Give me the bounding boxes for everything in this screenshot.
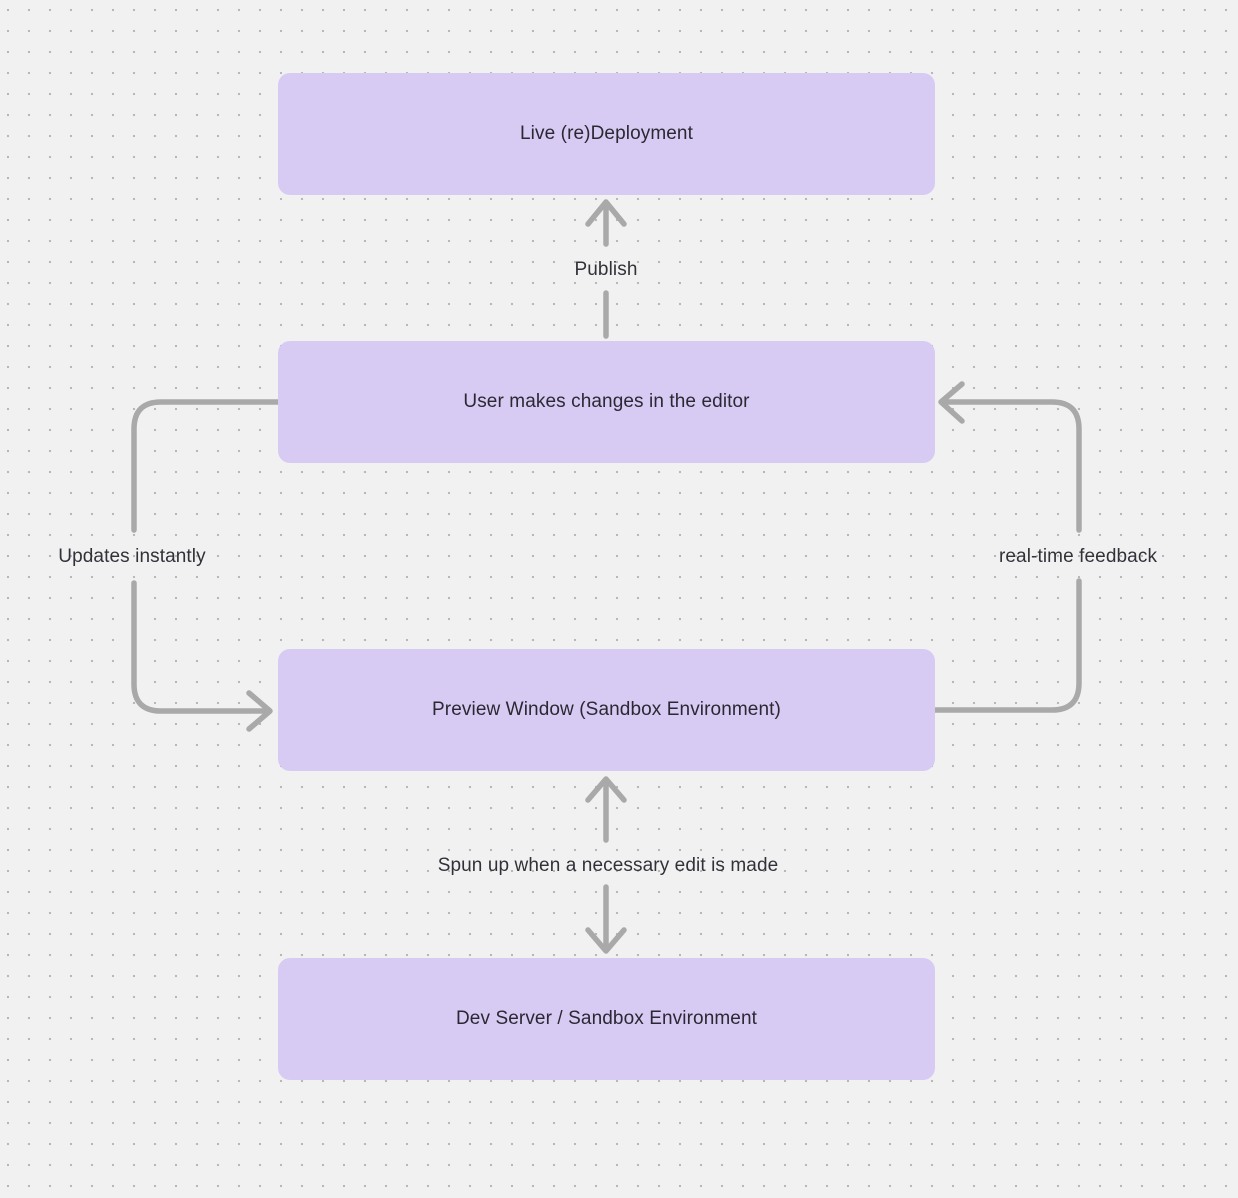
spun-up-head-up: [585, 776, 627, 803]
feedback-connector-upper: [944, 399, 1082, 533]
node-label: Dev Server / Sandbox Environment: [455, 1008, 757, 1029]
spun-up-arrow-up: [585, 776, 627, 843]
node-label: Live (re)Deployment: [520, 123, 693, 144]
spun-up-arrow-down: [585, 884, 627, 954]
feedback-connector-lower: [932, 578, 1082, 713]
node-label: User makes changes in the editor: [463, 391, 750, 412]
publish-arrow-head-up: [585, 199, 627, 227]
spun-down-head-down: [585, 927, 627, 954]
feedback-connector-head-left: [938, 381, 965, 424]
updates-connector-upper: [131, 399, 281, 533]
edge-label-spun-up: Spun up when a necessary edit is made: [437, 855, 779, 876]
node-user-editor[interactable]: User makes changes in the editor: [278, 341, 935, 463]
node-label: Preview Window (Sandbox Environment): [432, 699, 781, 720]
node-dev-server[interactable]: Dev Server / Sandbox Environment: [278, 958, 935, 1080]
updates-connector-lower: [131, 580, 267, 714]
edge-label-updates-instantly: Updates instantly: [58, 546, 206, 567]
edge-label-publish: Publish: [574, 259, 638, 280]
edge-label-real-time-feedback: real-time feedback: [998, 546, 1158, 567]
updates-connector-head-right: [246, 690, 273, 732]
node-live-redeployment[interactable]: Live (re)Deployment: [278, 73, 935, 195]
node-preview-window[interactable]: Preview Window (Sandbox Environment): [278, 649, 935, 771]
